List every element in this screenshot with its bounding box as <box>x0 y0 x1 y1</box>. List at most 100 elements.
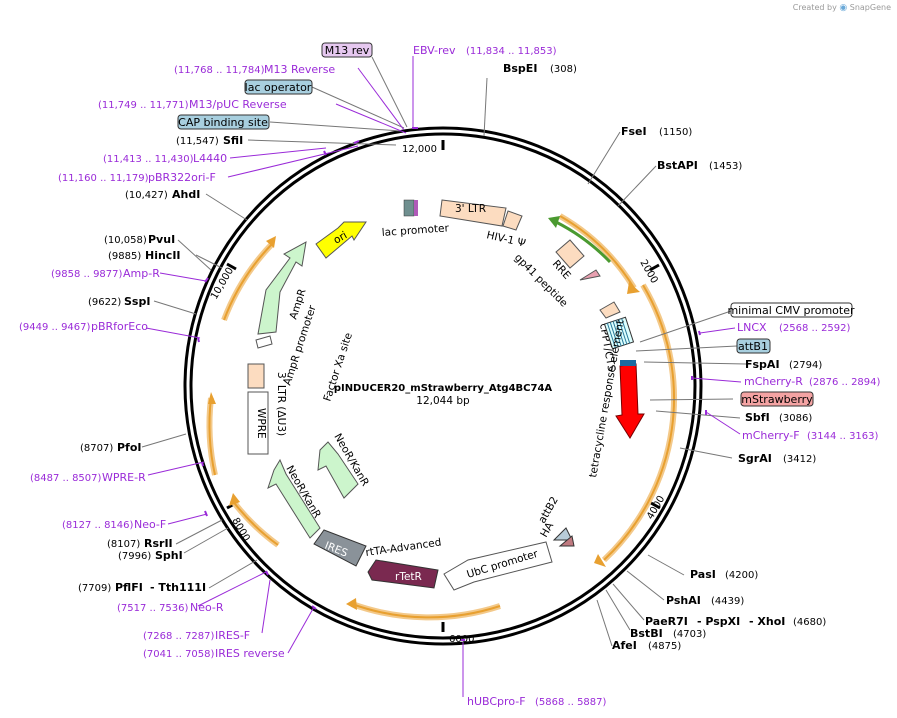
site-pspxi[interactable]: - PspXI <box>697 615 740 628</box>
primer-pbrforeco-range: (9449 .. 9467) <box>19 322 91 333</box>
primer-mcherry-f[interactable]: mCherry-F <box>742 429 800 442</box>
primer-amp-r-range: (9858 .. 9877) <box>51 269 123 280</box>
feature-ampr[interactable] <box>257 241 307 335</box>
site-sphi[interactable]: SphI <box>155 549 183 562</box>
site-paer7i[interactable]: PaeR7I <box>645 615 688 628</box>
plasmid-length: 12,044 bp <box>416 395 470 407</box>
primer-ires-reverse-range: (7041 .. 7058) <box>143 649 215 660</box>
site-pasi[interactable]: PasI <box>690 568 716 581</box>
cap-box[interactable] <box>177 114 270 130</box>
site-paer7i-pos: (4680) <box>793 617 826 628</box>
feature-gp41[interactable] <box>579 269 601 281</box>
primer-ires-reverse[interactable]: IRES reverse <box>215 647 285 660</box>
feature-ori-label: ori <box>332 229 350 246</box>
site-tth111i[interactable]: - Tth111I <box>150 581 206 594</box>
lac-operator-block <box>403 199 415 217</box>
primer-lncx-range: (2568 .. 2592) <box>779 323 851 334</box>
feature-3ltr-au3[interactable] <box>247 363 265 389</box>
site-xhoi[interactable]: - XhoI <box>749 615 785 628</box>
mstrawberry-box[interactable] <box>740 391 814 407</box>
feature-ha[interactable] <box>558 535 575 547</box>
site-ahdi-pos: (10,427) <box>125 190 168 201</box>
primer-neo-r[interactable]: Neo-R <box>190 601 224 614</box>
lac-operator-box[interactable] <box>244 79 313 95</box>
backbone-outer-ring <box>183 126 703 646</box>
attb1-label: attB1 <box>738 340 768 353</box>
feature-ubc-promoter[interactable] <box>443 541 553 591</box>
feature-3ltr-label: 3' LTR <box>455 203 486 215</box>
site-sgrai-pos: (3412) <box>783 454 816 465</box>
min-cmv-label: minimal CMV promoter <box>727 304 855 317</box>
backbone-inner-ring <box>189 132 697 640</box>
site-bspei[interactable]: BspEI <box>503 62 537 75</box>
primer-ebv-rev[interactable]: EBV-rev <box>413 44 456 57</box>
feature-mstrawberry[interactable] <box>615 363 645 439</box>
feature-rre[interactable] <box>555 239 585 269</box>
primer-neo-f[interactable]: Neo-F <box>134 518 166 531</box>
site-sspi-pos: (9622) <box>88 297 121 308</box>
site-pvui[interactable]: PvuI <box>148 233 175 246</box>
site-pvui-pos: (10,058) <box>104 235 147 246</box>
primer-mcherry-r-range: (2876 .. 2894) <box>809 377 881 388</box>
m13rev-label: M13 rev <box>325 44 370 57</box>
feature-ires[interactable] <box>313 529 367 567</box>
plasmid-name: pINDUCER20_mStrawberry_Atg4BC74A <box>334 383 553 394</box>
site-afei[interactable]: AfeI <box>612 639 637 652</box>
primer-neo-r-range: (7517 .. 7536) <box>117 603 189 614</box>
feature-wpre-label: WPRE <box>255 408 267 439</box>
primer-pbrforeco[interactable]: pBRforEco <box>91 320 148 333</box>
site-pshai[interactable]: PshAI <box>666 594 701 607</box>
site-ahdi[interactable]: AhdI <box>172 188 200 201</box>
feature-wpre[interactable] <box>247 391 269 455</box>
feature-tre-block[interactable] <box>603 316 635 350</box>
site-pfoi-pos: (8707) <box>80 443 113 454</box>
primer-lncx[interactable]: LNCX <box>737 321 767 334</box>
feature-3ltr-au3-label: 3' LTR (ΔU3) <box>275 372 287 436</box>
primer-hubcpro-f[interactable]: hUBCpro-F <box>467 695 526 708</box>
feature-ampr-promoter[interactable] <box>255 335 273 349</box>
site-bstapi-pos: (1453) <box>709 161 742 172</box>
primer-markers <box>197 127 707 641</box>
m13rev-box[interactable] <box>321 42 373 58</box>
feature-ori[interactable] <box>315 221 367 259</box>
feature-neokan-outer[interactable] <box>267 458 321 539</box>
site-sspi[interactable]: SspI <box>124 295 150 308</box>
feature-attb2[interactable] <box>552 527 573 541</box>
feature-3ltr[interactable] <box>439 199 507 227</box>
mstrawberry-label: mStrawberry <box>741 393 813 406</box>
primer-l4440[interactable]: L4440 <box>193 152 227 165</box>
primer-m13-puc[interactable]: M13/pUC Reverse <box>189 98 287 111</box>
primer-mcherry-f-range: (3144 .. 3163) <box>807 431 879 442</box>
site-fspai[interactable]: FspAI <box>745 358 780 371</box>
primer-mcherry-r[interactable]: mCherry-R <box>744 375 803 388</box>
primer-amp-r[interactable]: Amp-R <box>123 267 160 280</box>
snapgene-branding: Created by ◉ SnapGene <box>793 3 891 13</box>
site-fsei[interactable]: FseI <box>621 125 647 138</box>
primer-wpre-r[interactable]: WPRE-R <box>102 471 146 484</box>
feature-lac-promoter-label: lac promoter <box>381 222 450 239</box>
site-pflfi[interactable]: PflFI <box>115 581 143 594</box>
site-sgrai[interactable]: SgrAI <box>738 452 772 465</box>
primer-ebv-rev-range: (11,834 .. 11,853) <box>466 46 557 57</box>
lac-arc-green <box>555 220 612 264</box>
site-sfii[interactable]: SfiI <box>223 134 243 147</box>
lac-arc-arrowhead <box>548 216 560 228</box>
site-hincii[interactable]: HincII <box>145 249 181 262</box>
primer-pbr322ori[interactable]: pBR322ori-F <box>148 171 216 184</box>
m13-block <box>414 200 418 216</box>
feature-neokan-inner[interactable] <box>317 441 359 499</box>
feature-rtetr[interactable] <box>367 559 439 589</box>
primer-m13-reverse[interactable]: M13 Reverse <box>264 63 335 76</box>
site-sbfi[interactable]: SbfI <box>745 411 770 424</box>
site-sbfi-pos: (3086) <box>779 413 812 424</box>
feature-cppt[interactable] <box>599 301 621 319</box>
site-bstapi[interactable]: BstAPI <box>657 159 698 172</box>
min-cmv-box[interactable] <box>730 302 853 318</box>
attb1-box[interactable] <box>736 338 771 354</box>
site-bstbi[interactable]: BstBI <box>630 627 663 640</box>
site-rsrii[interactable]: RsrII <box>144 537 173 550</box>
site-pfoi[interactable]: PfoI <box>117 441 142 454</box>
primer-ires-f[interactable]: IRES-F <box>215 629 250 642</box>
site-sfii-pos: (11,547) <box>176 136 219 147</box>
